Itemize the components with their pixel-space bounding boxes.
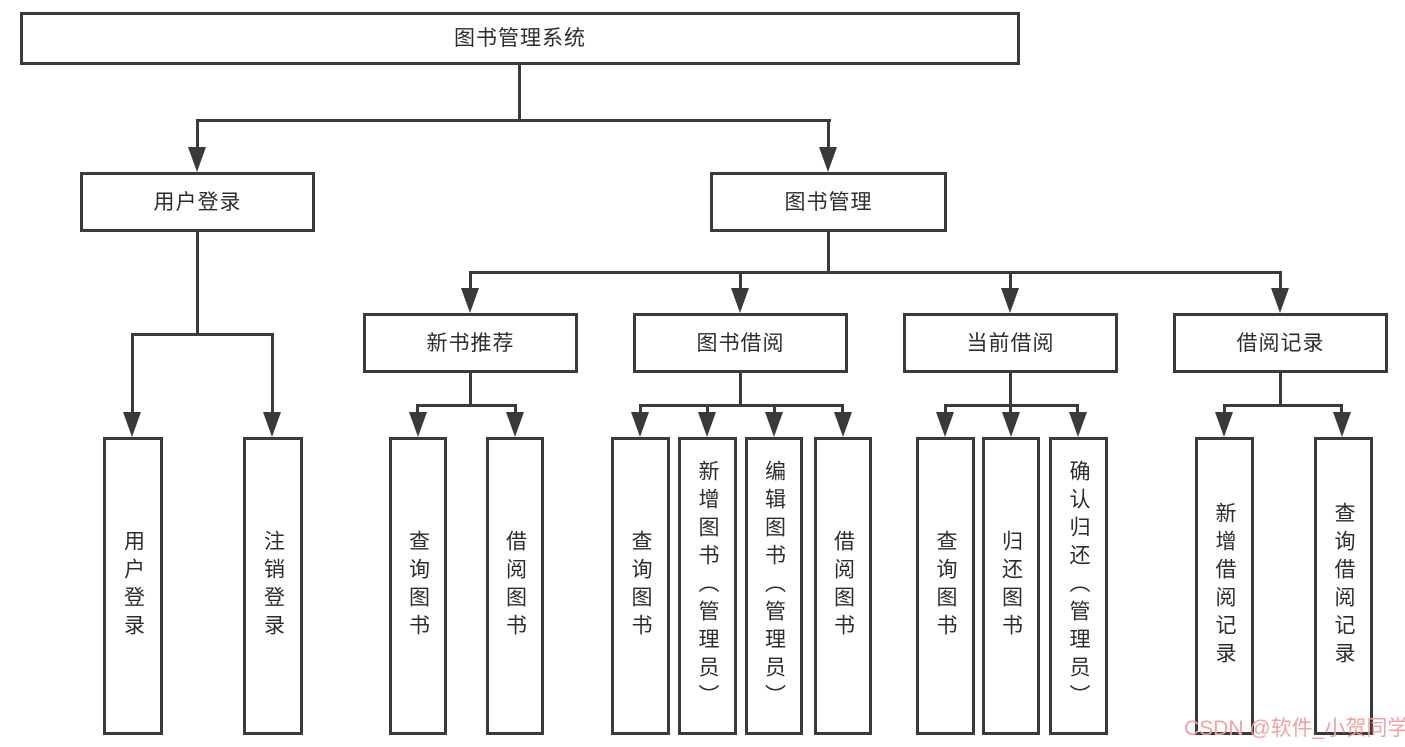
leaf-add-borrow-record: 新增借阅记录: [1195, 437, 1254, 735]
connector-line: [1279, 373, 1282, 407]
leaf-add-books-admin: 新增图书（管理员）: [678, 437, 737, 735]
leaf-edit-books-admin: 编辑图书（管理员）: [745, 437, 803, 735]
leaf-confirm-return-admin-label: 确认归还（管理员）: [1067, 460, 1090, 712]
leaf-confirm-return-admin: 确认归还（管理员）: [1049, 437, 1108, 735]
connector-line: [739, 373, 742, 407]
node-borrow-records-label: 借阅记录: [1236, 331, 1325, 355]
connector-line: [196, 119, 831, 122]
connector-line: [469, 271, 1282, 274]
leaf-borrow-books-recommend: 借阅图书: [486, 437, 544, 735]
arrow-down-icon: [1271, 288, 1289, 313]
leaf-return-books: 归还图书: [982, 437, 1040, 735]
connector-line: [773, 404, 776, 416]
leaf-query-borrow-record-label: 查询借阅记录: [1332, 502, 1355, 670]
connector-line: [196, 232, 199, 336]
connector-line: [739, 271, 742, 291]
leaf-borrow-books-recommend-label: 借阅图书: [503, 530, 527, 642]
arrow-down-icon: [506, 412, 524, 437]
arrow-down-icon: [698, 412, 716, 437]
leaf-query-borrow-record: 查询借阅记录: [1314, 437, 1373, 735]
leaf-query-books-current-label: 查询图书: [934, 530, 957, 642]
leaf-query-books-current: 查询图书: [916, 437, 975, 735]
leaf-query-books-borrow: 查询图书: [611, 437, 670, 735]
connector-line: [416, 404, 419, 416]
arrow-down-icon: [936, 412, 954, 437]
connector-line: [1340, 404, 1343, 416]
connector-line: [416, 404, 517, 407]
leaf-add-books-admin-label: 新增图书（管理员）: [696, 460, 719, 712]
leaf-query-books-borrow-label: 查询图书: [629, 530, 652, 642]
arrow-down-icon: [409, 412, 427, 437]
connector-line: [827, 119, 830, 151]
connector-line: [196, 119, 199, 151]
connector-line: [827, 232, 830, 274]
connector-line: [1279, 271, 1282, 291]
arrow-down-icon: [123, 412, 141, 437]
node-root: 图书管理系统: [20, 12, 1020, 65]
leaf-user-login: 用户登录: [103, 437, 163, 735]
arrow-down-icon: [1002, 412, 1020, 437]
connector-line: [1076, 404, 1079, 416]
connector-line: [841, 404, 844, 416]
leaf-query-books-recommend: 查询图书: [389, 437, 447, 735]
connector-line: [131, 333, 274, 336]
arrow-down-icon: [1215, 412, 1233, 437]
connector-line: [706, 404, 709, 416]
connector-line: [1009, 271, 1012, 291]
node-current-borrow-label: 当前借阅: [966, 331, 1055, 355]
node-current-borrow: 当前借阅: [903, 313, 1118, 373]
connector-line: [944, 404, 947, 416]
arrow-down-icon: [263, 412, 281, 437]
arrow-down-icon: [631, 412, 649, 437]
leaf-edit-books-admin-label: 编辑图书（管理员）: [762, 460, 786, 712]
leaf-borrow-books-label: 借阅图书: [831, 530, 855, 642]
leaf-add-borrow-record-label: 新增借阅记录: [1213, 502, 1236, 670]
leaf-return-books-label: 归还图书: [999, 530, 1023, 642]
connector-line: [469, 271, 472, 291]
connector-line: [639, 404, 642, 416]
leaf-query-books-recommend-label: 查询图书: [406, 530, 430, 642]
node-root-label: 图书管理系统: [454, 27, 586, 50]
arrow-down-icon: [819, 147, 837, 172]
arrow-down-icon: [1001, 288, 1019, 313]
connector-line: [271, 333, 274, 415]
node-new-book-recommend: 新书推荐: [363, 313, 578, 373]
connector-line: [1009, 373, 1012, 407]
node-book-borrow: 图书借阅: [633, 313, 848, 373]
csdn-watermark: CSDN @软件_小贺同学: [1184, 717, 1405, 740]
connector-line: [518, 65, 521, 122]
connector-line: [1223, 404, 1343, 407]
node-book-borrow-label: 图书借阅: [696, 331, 785, 355]
arrow-down-icon: [188, 147, 206, 172]
node-user-login: 用户登录: [80, 172, 315, 232]
node-user-login-label: 用户登录: [153, 190, 242, 214]
leaf-user-login-label: 用户登录: [121, 530, 145, 642]
connector-line: [514, 404, 517, 416]
connector-line: [131, 333, 134, 415]
arrow-down-icon: [461, 288, 479, 313]
arrow-down-icon: [1069, 412, 1087, 437]
arrow-down-icon: [765, 412, 783, 437]
node-borrow-records: 借阅记录: [1173, 313, 1388, 373]
arrow-down-icon: [1333, 412, 1351, 437]
connector-line: [469, 373, 472, 407]
node-book-management-label: 图书管理: [784, 190, 873, 214]
leaf-logout: 注销登录: [243, 437, 303, 735]
leaf-borrow-books: 借阅图书: [814, 437, 872, 735]
node-new-book-recommend-label: 新书推荐: [426, 331, 515, 355]
connector-line: [639, 404, 844, 407]
connector-line: [1223, 404, 1226, 416]
connector-line: [1009, 404, 1012, 416]
node-book-management: 图书管理: [710, 172, 947, 232]
arrow-down-icon: [834, 412, 852, 437]
arrow-down-icon: [731, 288, 749, 313]
leaf-logout-label: 注销登录: [261, 530, 285, 642]
